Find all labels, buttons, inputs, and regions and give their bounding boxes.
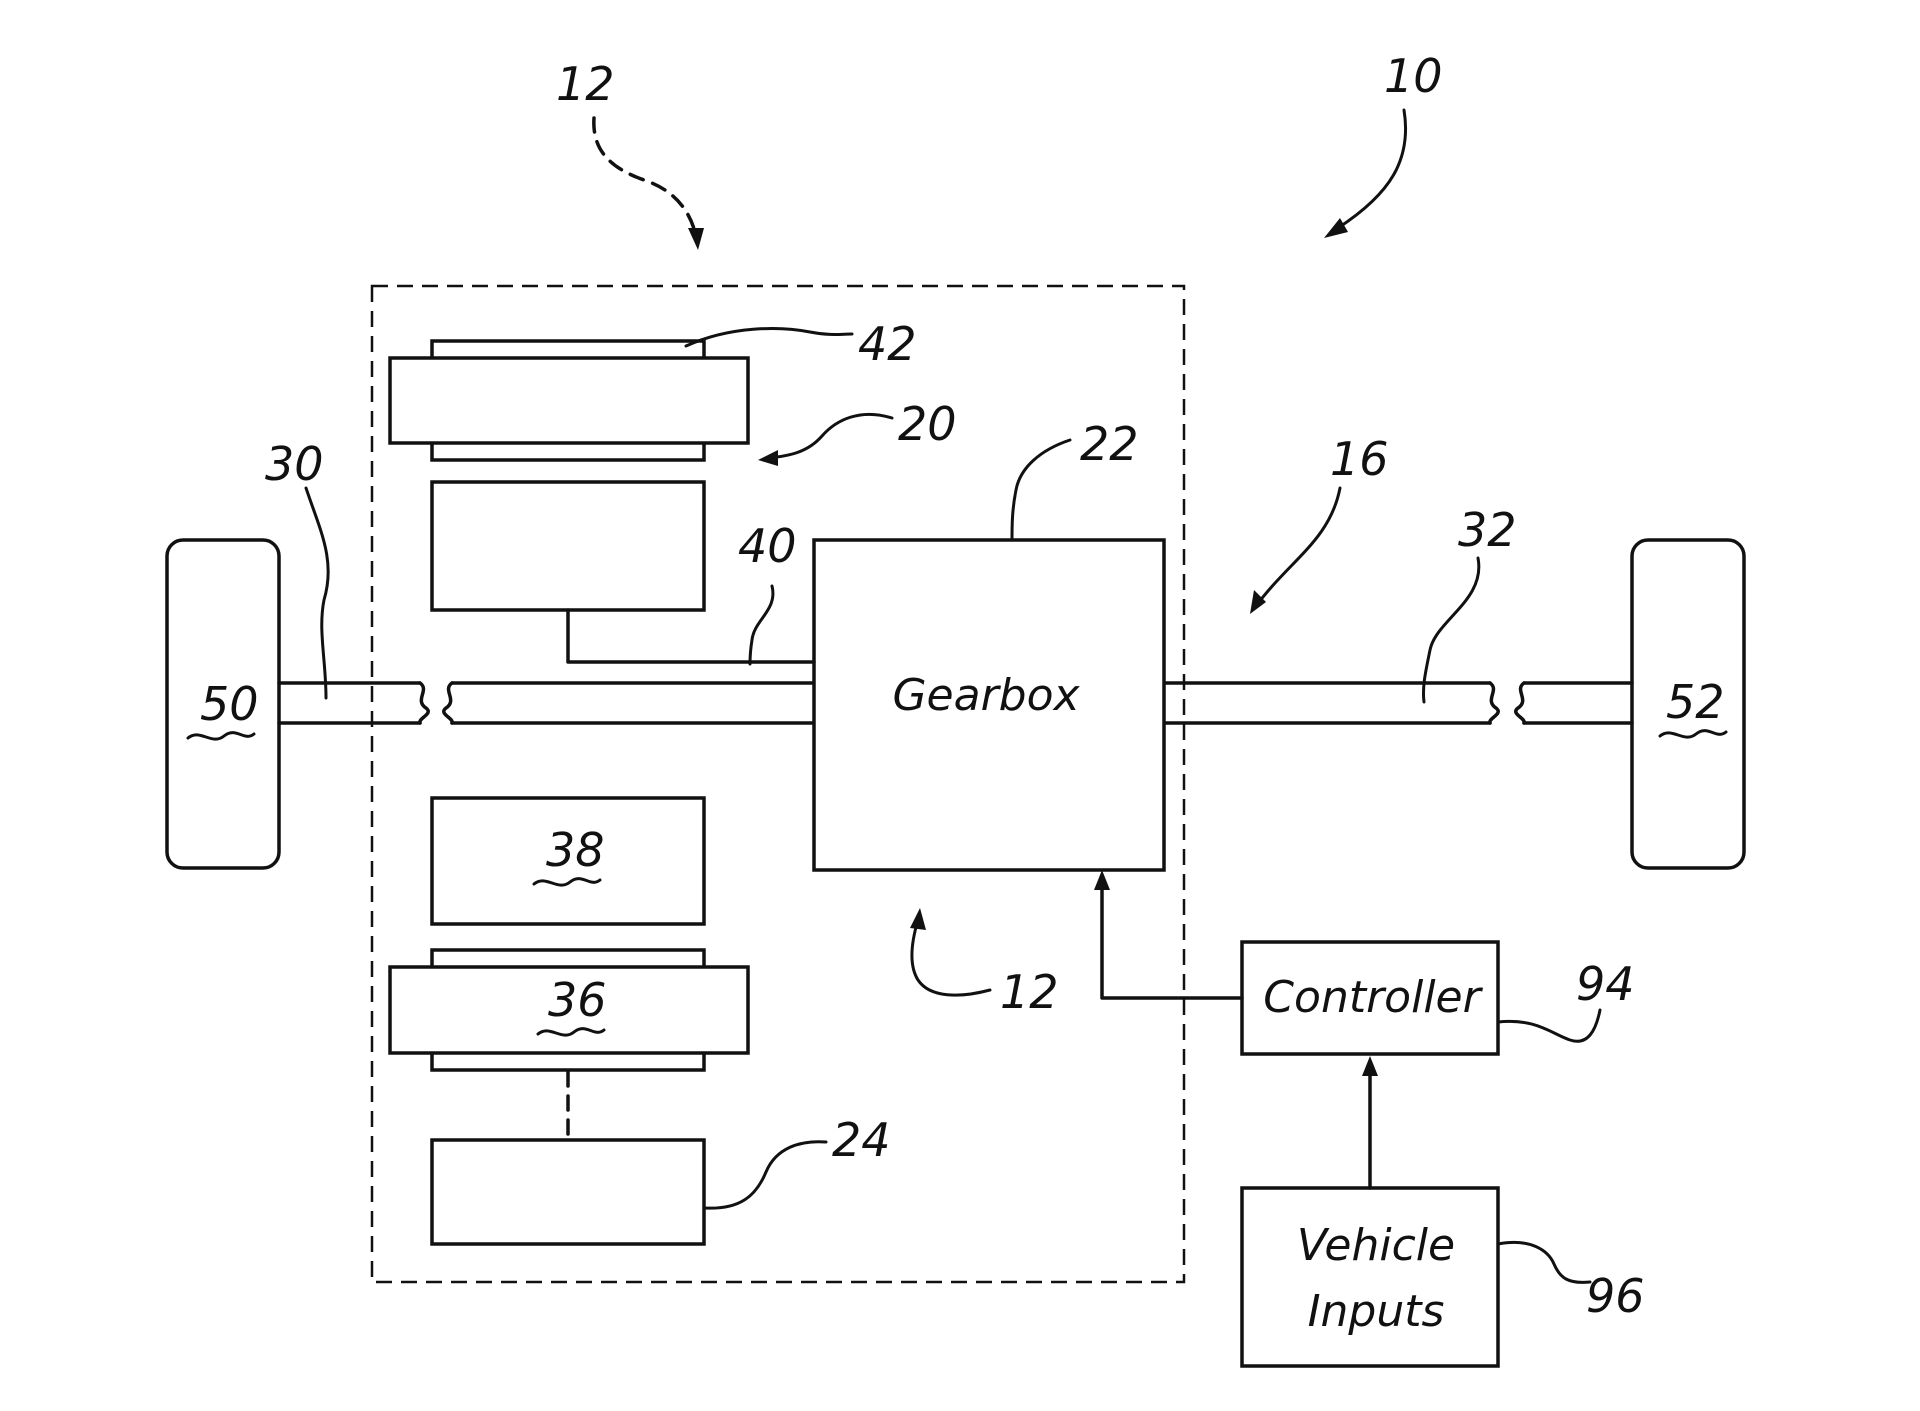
arrowhead-16	[1250, 590, 1266, 614]
label-50: 50	[200, 677, 259, 731]
gearbox-label: Gearbox	[892, 670, 1080, 721]
left-shaft	[277, 681, 816, 725]
right-wheel	[1630, 538, 1746, 870]
squiggle-50	[186, 731, 256, 741]
squiggle-36	[536, 1027, 606, 1037]
label-32: 32	[1458, 503, 1517, 557]
leader-12-bottom	[910, 918, 992, 997]
assembly-boundary	[370, 284, 1186, 1284]
leader-22	[1010, 438, 1072, 542]
leader-30	[304, 486, 330, 700]
label-24: 24	[832, 1113, 891, 1167]
arrowhead-inputs	[1362, 1056, 1378, 1076]
arrowhead-10	[1324, 218, 1348, 238]
left-wheel	[165, 538, 281, 870]
label-10: 10	[1384, 49, 1443, 103]
label-94: 94	[1576, 957, 1635, 1011]
label-12-bottom: 12	[1000, 965, 1059, 1019]
controller-label: Controller	[1263, 972, 1483, 1023]
arrowhead-12-bottom	[910, 908, 926, 930]
control-line	[1100, 882, 1244, 1000]
label-16: 16	[1330, 432, 1389, 486]
leader-94	[1496, 1008, 1602, 1043]
arrowhead-20	[758, 450, 778, 466]
arrowhead-control	[1094, 870, 1110, 890]
right-shaft	[1162, 681, 1634, 725]
block-24	[430, 1138, 706, 1246]
label-20: 20	[898, 397, 957, 451]
label-36: 36	[548, 973, 607, 1027]
vehicle-inputs-label-line2: Inputs	[1308, 1286, 1445, 1337]
gearbox-block	[812, 538, 1166, 872]
leader-20	[766, 412, 894, 460]
rotor-connector	[566, 608, 816, 664]
leader-96	[1496, 1240, 1592, 1284]
leader-40	[748, 584, 775, 666]
leader-32	[1422, 556, 1481, 704]
arrowhead-12-top	[688, 228, 704, 250]
vehicle-inputs-block	[1240, 1186, 1500, 1368]
block-38	[430, 796, 706, 926]
label-96: 96	[1586, 1269, 1645, 1323]
label-22: 22	[1080, 417, 1139, 471]
squiggle-38	[532, 877, 602, 887]
leader-42	[684, 327, 854, 348]
label-52: 52	[1666, 675, 1725, 729]
controller-block	[1240, 940, 1500, 1056]
squiggle-52	[1658, 729, 1728, 739]
stator-top	[388, 356, 750, 445]
block-36	[388, 965, 750, 1055]
leader-24	[702, 1140, 828, 1210]
leader-16	[1254, 486, 1342, 608]
label-12-top: 12	[556, 57, 615, 111]
leader-10	[1336, 108, 1408, 230]
label-30: 30	[265, 437, 324, 491]
rotor-upper	[430, 480, 706, 612]
label-38: 38	[546, 823, 605, 877]
vehicle-inputs-label-line1: Vehicle	[1297, 1220, 1455, 1271]
leader-12-top	[592, 116, 698, 238]
label-40: 40	[738, 519, 797, 573]
label-42: 42	[858, 317, 917, 371]
